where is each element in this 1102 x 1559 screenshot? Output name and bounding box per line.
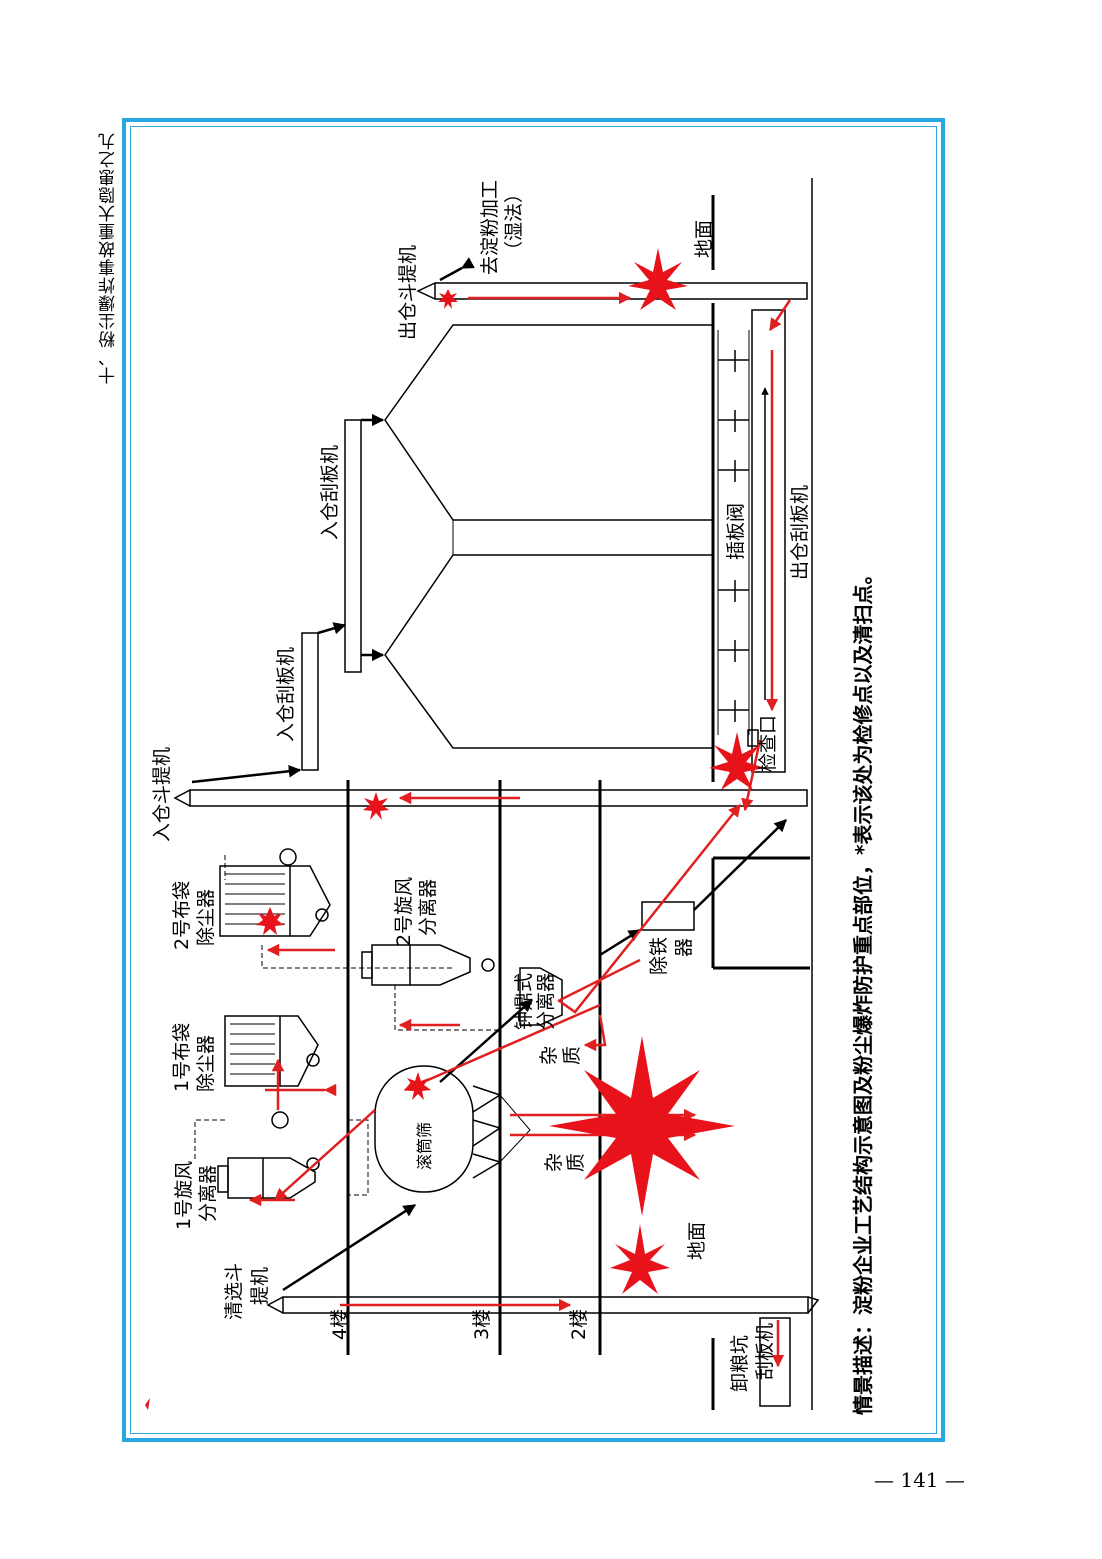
bag2-label-1: 2号布袋: [171, 881, 193, 950]
iron-remover-label-1: 除铁: [648, 937, 670, 975]
unloading-label-1: 卸粮坑: [729, 1335, 751, 1392]
burst-marker: [628, 248, 688, 310]
cyclone2-label-2: 分离器: [417, 879, 439, 936]
impurity-b-label-2: 质: [565, 1153, 587, 1172]
cleaning-elevator-label-1: 清选斗: [223, 1263, 245, 1320]
inspection-port-box: [747, 729, 759, 747]
burst-marker: [438, 289, 458, 309]
impurity-a-label-1: 杂: [538, 1046, 560, 1065]
impurity-b-label-1: 杂: [543, 1153, 565, 1172]
cyclone-1: [227, 1157, 264, 1199]
cleaning-elevator: [282, 1296, 809, 1314]
hopper-sep-label-1: 钟鼎式: [513, 973, 535, 1030]
silo-in-scraper-upper: [344, 419, 362, 673]
silo-out-scraper: [751, 309, 786, 773]
silo-in-scraper-lower-label: 入仓刮板机: [275, 647, 297, 742]
silo-in-elevator: [189, 789, 808, 807]
figure-frame: [122, 118, 945, 1442]
burst-marker: [610, 1224, 670, 1294]
hopper-separator: [519, 967, 563, 1026]
drum-screen: [374, 1065, 474, 1193]
inspection-port-label: 检查口: [757, 715, 779, 772]
silo-out-elevator-label: 出仓斗提机: [397, 245, 419, 340]
silo-in-scraper-upper-label: 入仓刮板机: [319, 445, 341, 540]
ground-label-right: 地面: [693, 220, 715, 258]
wet-process-label-2: （湿法）: [503, 184, 525, 260]
cyclone1-label-2: 分离器: [197, 1165, 219, 1222]
burst-marker: [405, 1072, 431, 1100]
caption: 情景描述：淀粉企业工艺结构示意图及粉尘爆炸防护重点部位，*表示该处为检修点以及清…: [851, 565, 875, 1415]
silo-out-elevator: [434, 282, 808, 300]
burst-marker: [363, 792, 389, 820]
floor-label-3: 3楼: [471, 1309, 493, 1340]
floor-label-4: 4楼: [329, 1309, 351, 1340]
silo-in-elevator-label: 入仓斗提机: [151, 747, 173, 842]
bag1-label-2: 除尘器: [195, 1035, 217, 1092]
unloading-scraper: [759, 1317, 791, 1407]
hopper-sep-label-2: 分离器: [535, 973, 557, 1030]
silo-in-scraper-lower: [301, 632, 319, 771]
impurity-a-label-2: 质: [561, 1046, 583, 1065]
gate-valve-label: 插板阀: [725, 503, 747, 560]
floor-label-2: 2楼: [568, 1309, 590, 1340]
silo-2: [384, 554, 714, 749]
iron-remover: [641, 901, 695, 931]
cyclone2-label-1: 2号旋风: [393, 877, 415, 946]
bag-filter-1: [224, 1015, 281, 1087]
burst-marker: [256, 907, 284, 935]
burst-marker: [709, 732, 765, 790]
silo-1: [384, 324, 714, 521]
cleaning-elevator-label-2: 提机: [249, 1267, 271, 1305]
page-number: — 141 —: [874, 1468, 965, 1492]
bag1-label-1: 1号布袋: [171, 1023, 193, 1092]
silo-out-scraper-label: 出仓刮板机: [789, 485, 811, 580]
cyclone-2: [371, 944, 411, 986]
wet-process-label-1: 去淀粉加工: [479, 180, 501, 275]
burst-marker-large: [549, 1036, 735, 1216]
bag2-label-2: 除尘器: [195, 889, 217, 946]
cyclone1-label-1: 1号旋风: [173, 1161, 195, 1230]
bag-filter-2: [219, 865, 291, 937]
iron-remover-label-2: 器: [673, 938, 695, 957]
drum-screen-label: 滚筒筛: [415, 1122, 434, 1170]
unloading-label-2: 刮板机: [754, 1323, 776, 1380]
ground-label-left: 地面: [686, 1222, 708, 1260]
